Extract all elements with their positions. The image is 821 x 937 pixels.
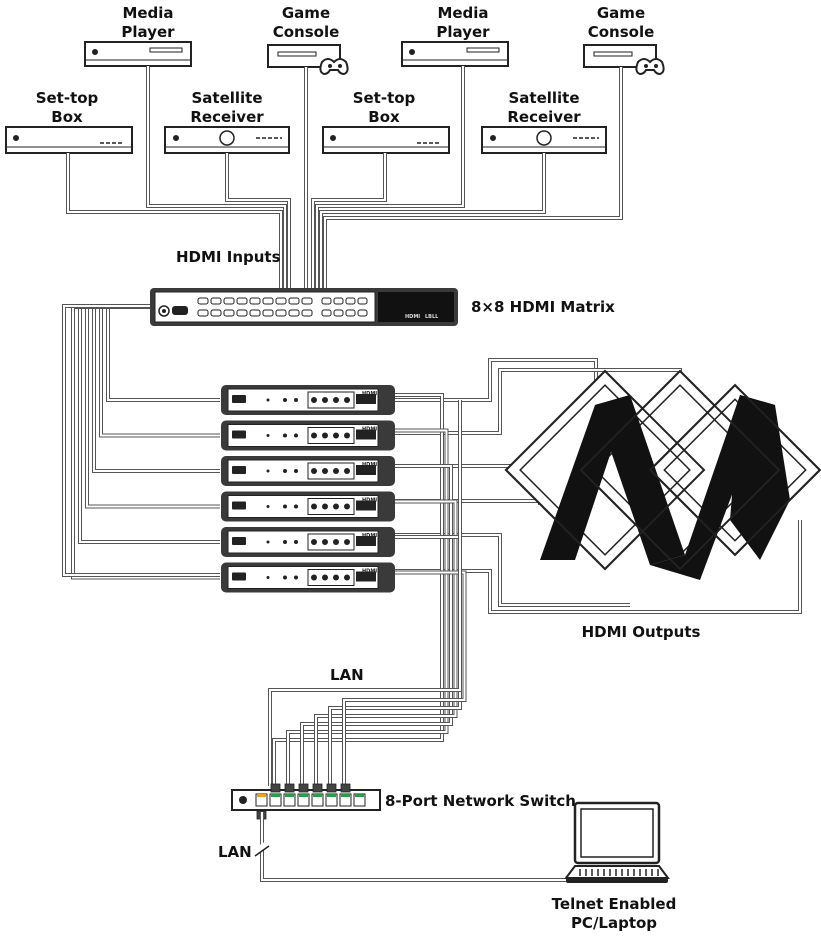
set-top-box-1 [5,126,133,154]
matrix-button-panel [197,297,368,317]
hdmi-matrix-device: HDMI LBLL [150,288,458,326]
hdmi-outputs-label: HDMI Outputs [582,623,701,641]
satellite-receiver-2-label-line2: Receiver [507,108,581,126]
receiver-6: HDMI [221,562,395,593]
satellite-receiver-1-label-line1: Satellite [191,89,262,107]
receiver-1: HDMI [221,385,395,415]
matrix-label: 8×8 HDMI Matrix [471,298,615,316]
media-player-2-label-line2: Player [436,23,490,41]
hdmi-output-displays [504,369,821,580]
input-cable-7 [319,153,546,288]
gamepad-icon-1 [319,58,349,76]
network-switch [231,783,381,820]
matrix-to-receiver-cable-3 [92,305,220,473]
game-console-2-label-line1: Game [597,4,645,22]
receiver-5: HDMI [221,527,395,557]
set-top-box-2 [322,126,450,154]
receiver-2: HDMI [221,420,395,451]
matrix-brand-mark: LBLL [425,314,439,320]
laptop-icon [564,801,670,883]
receiver-5-hdmi-logo: HDMI [362,533,377,539]
matrix-hdmi-logo: HDMI [405,314,420,320]
rj45-connector-2 [284,783,295,793]
receiver-4-hdmi-logo: HDMI [362,498,377,504]
switch-port-row [255,783,366,820]
rj45-connector-1 [270,783,281,793]
rj45-connector-6 [340,783,351,793]
set-top-box-2-label-line2: Box [368,108,400,126]
hdmi-input-cables [66,66,623,288]
media-player-2-label-line1: Media [437,4,488,22]
media-player-1 [84,41,192,67]
satellite-receiver-2 [481,126,607,154]
set-top-box-1-label-line1: Set-top [36,89,99,107]
receiver-1-hdmi-logo: HDMI [362,391,377,397]
lan-label-top: LAN [330,666,364,684]
pc-label-line1: Telnet Enabled [552,895,677,913]
satellite-receiver-1 [164,126,290,154]
hdbaset-receivers: HDMI HDMI HDMI HDMI HDMI HDMI [221,385,395,593]
switch-label: 8-Port Network Switch [385,792,576,810]
input-cable-1 [66,153,283,288]
game-console-1-label-line2: Console [273,23,340,41]
receiver-3: HDMI [221,456,395,486]
game-console-2-label-line2: Console [588,23,655,41]
rj45-connector-3 [298,783,309,793]
game-console-1-label-line1: Game [282,4,330,22]
set-top-box-1-label-line2: Box [51,108,83,126]
hdmi-inputs-label: HDMI Inputs [176,248,281,266]
receiver-2-hdmi-logo: HDMI [362,427,377,433]
pc-lan-cable [251,812,590,882]
rj45-connector-5 [326,783,337,793]
receiver-6-hdmi-logo: HDMI [362,569,377,575]
rj45-connector-4 [312,783,323,793]
receiver-3-hdmi-logo: HDMI [362,462,377,468]
receiver-4: HDMI [221,491,395,522]
media-player-1-label-line2: Player [121,23,175,41]
pc-label-line2: PC/Laptop [571,914,657,932]
satellite-receiver-1-label-line2: Receiver [190,108,264,126]
media-player-1-label-line1: Media [122,4,173,22]
lan-label-bottom: LAN [218,843,252,861]
media-player-2 [401,41,509,67]
gamepad-icon-2 [635,58,665,76]
matrix-to-receiver-cable-2 [99,305,220,438]
matrix-output-cables [62,304,220,580]
satellite-receiver-2-label-line1: Satellite [508,89,579,107]
lan-cables [268,393,467,786]
game-console-2 [583,44,665,76]
set-top-box-2-label-line1: Set-top [353,89,416,107]
